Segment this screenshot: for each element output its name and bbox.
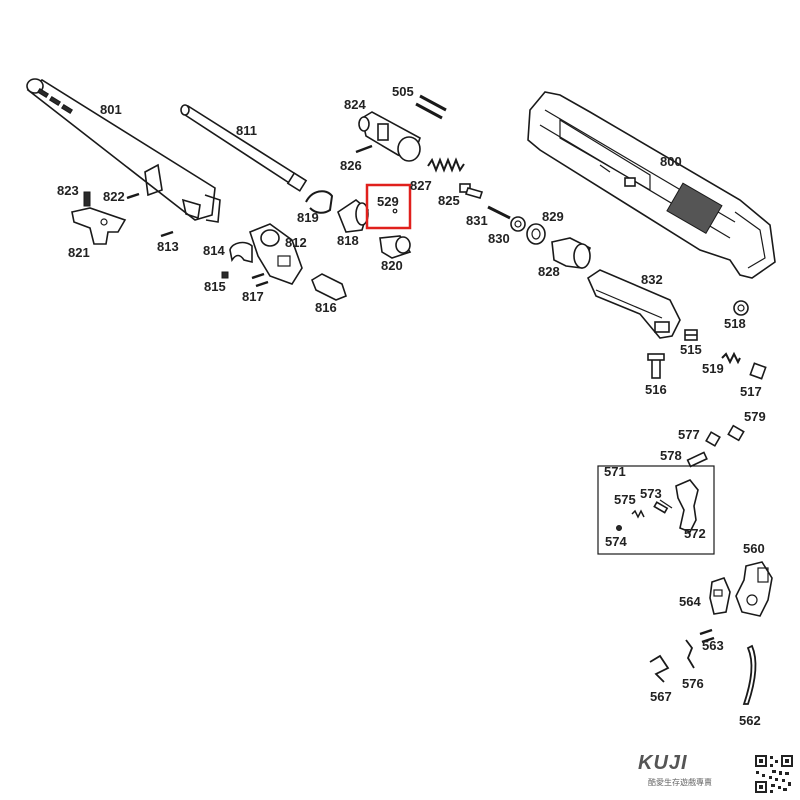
label-828: 828	[538, 264, 560, 279]
part-816-latch	[311, 273, 347, 301]
part-563-pins	[699, 628, 715, 644]
label-817: 817	[242, 289, 264, 304]
part-519-spring	[721, 351, 741, 365]
label-826: 826	[340, 158, 362, 173]
part-819-clip	[305, 190, 334, 214]
label-801: 801	[100, 102, 122, 117]
part-812-block	[249, 223, 303, 285]
part-814-clip	[229, 241, 253, 264]
label-575: 575	[614, 492, 636, 507]
label-831: 831	[466, 213, 488, 228]
label-564: 564	[679, 594, 701, 609]
part-821-lever	[71, 207, 127, 245]
label-573: 573	[640, 486, 662, 501]
label-576: 576	[682, 676, 704, 691]
part-832-rail	[586, 269, 681, 339]
part-811-inner-barrel	[180, 104, 308, 192]
label-516: 516	[645, 382, 667, 397]
label-818: 818	[337, 233, 359, 248]
label-811: 811	[236, 123, 257, 138]
label-827: 827	[410, 178, 432, 193]
part-529-dot	[392, 208, 398, 214]
label-529: 529	[377, 194, 399, 209]
part-823-spring	[83, 191, 91, 207]
part-822-pin	[126, 192, 140, 200]
part-571-group	[597, 465, 715, 555]
part-516-bolt	[647, 353, 665, 379]
label-829: 829	[542, 209, 564, 224]
part-567-spring	[649, 654, 670, 683]
label-816: 816	[315, 300, 337, 315]
label-814: 814	[203, 243, 225, 258]
part-830-nut	[510, 216, 526, 232]
part-560-hammer	[735, 561, 773, 617]
brand-logo: KUJI	[638, 752, 688, 774]
part-517-cap	[749, 362, 767, 380]
part-831-pin	[487, 205, 511, 220]
label-825: 825	[438, 193, 460, 208]
part-828-piston-head	[551, 237, 592, 269]
part-577-pin	[705, 431, 721, 447]
part-564-sear	[709, 577, 731, 615]
highlight-box	[365, 183, 412, 230]
label-518: 518	[724, 316, 746, 331]
brand-watermark: KUJI 酷愛生存遊戲專賣	[638, 750, 748, 790]
part-820-cylinder	[379, 235, 412, 259]
part-829-ring	[526, 223, 546, 245]
label-812: 812	[285, 235, 307, 250]
label-572: 572	[684, 526, 706, 541]
label-571: 571	[604, 464, 626, 479]
part-801-outer-barrel	[26, 78, 221, 223]
label-813: 813	[157, 239, 179, 254]
label-800: 800	[660, 154, 682, 169]
part-818-cylinder	[337, 199, 369, 233]
part-505-pins	[415, 94, 447, 120]
label-579: 579	[744, 409, 766, 424]
label-560: 560	[743, 541, 765, 556]
label-819: 819	[297, 210, 319, 225]
brand-tagline: 酷愛生存遊戲專賣	[648, 778, 712, 787]
part-824-nozzle	[358, 111, 421, 162]
label-578: 578	[660, 448, 682, 463]
label-821: 821	[68, 245, 90, 260]
label-832: 832	[641, 272, 663, 287]
label-830: 830	[488, 231, 510, 246]
part-826-pin	[355, 144, 373, 154]
label-563: 563	[702, 638, 724, 653]
part-579-pin	[727, 424, 745, 442]
label-574: 574	[605, 534, 627, 549]
label-824: 824	[344, 97, 366, 112]
part-817-pins	[251, 272, 269, 288]
part-813-pin	[160, 230, 174, 238]
label-823: 823	[57, 183, 79, 198]
part-562-spring	[742, 644, 757, 705]
label-567: 567	[650, 689, 672, 704]
part-578-pin	[686, 451, 708, 468]
label-577: 577	[678, 427, 700, 442]
qr-code	[754, 754, 794, 794]
label-519: 519	[702, 361, 724, 376]
part-827-spring	[427, 157, 465, 173]
part-815-pin	[221, 271, 229, 279]
part-800-slide	[527, 91, 776, 279]
label-562: 562	[739, 713, 761, 728]
part-515-screw	[684, 329, 698, 341]
label-505: 505	[392, 84, 414, 99]
label-515: 515	[680, 342, 702, 357]
part-825-screw	[459, 183, 484, 199]
part-518-nut	[733, 300, 749, 316]
label-822: 822	[103, 189, 125, 204]
part-576-spring	[685, 639, 695, 669]
label-815: 815	[204, 279, 226, 294]
label-820: 820	[381, 258, 403, 273]
label-517: 517	[740, 384, 762, 399]
